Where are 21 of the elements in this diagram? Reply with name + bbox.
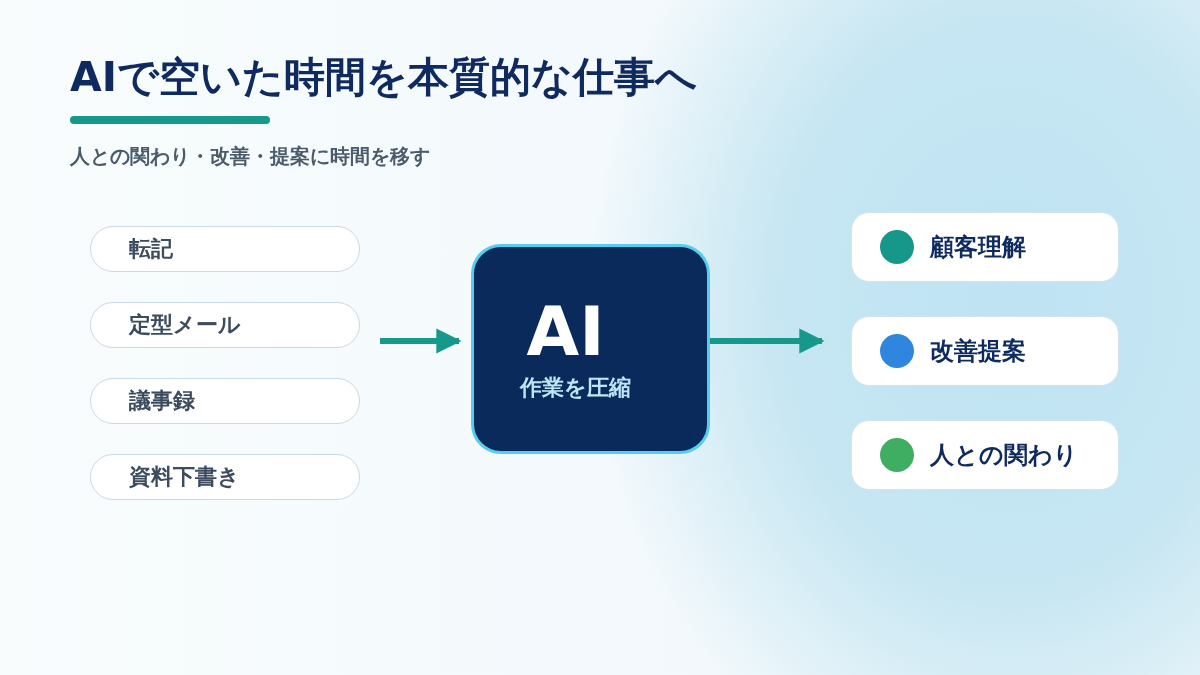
pill-label: 転記 [129,235,173,263]
task-pill [90,378,360,424]
box-caption: 作業を圧縮 [520,374,631,403]
subtitle: 人との関わり・改善・提案に時間を移す [70,143,430,170]
box-heading: AI [526,294,605,370]
pill-label: 顧客理解 [930,232,1026,263]
arrow [380,328,462,354]
outcome-card [851,420,1119,490]
pill-label: 資料下書き [129,463,240,491]
process-box [471,244,710,454]
task-pill [90,226,360,272]
pill-label: 定型メール [129,311,241,339]
outcome-card [851,316,1119,386]
pill-label: 改善提案 [930,336,1026,367]
pill-label: 人との関わり [930,440,1078,471]
title: AIで空いた時間を本質的な仕事へ [70,52,697,103]
outcome-card [851,212,1119,282]
pill-label: 議事録 [129,387,195,415]
arrow [710,328,825,354]
task-pill [90,454,360,500]
task-pill [90,302,360,348]
